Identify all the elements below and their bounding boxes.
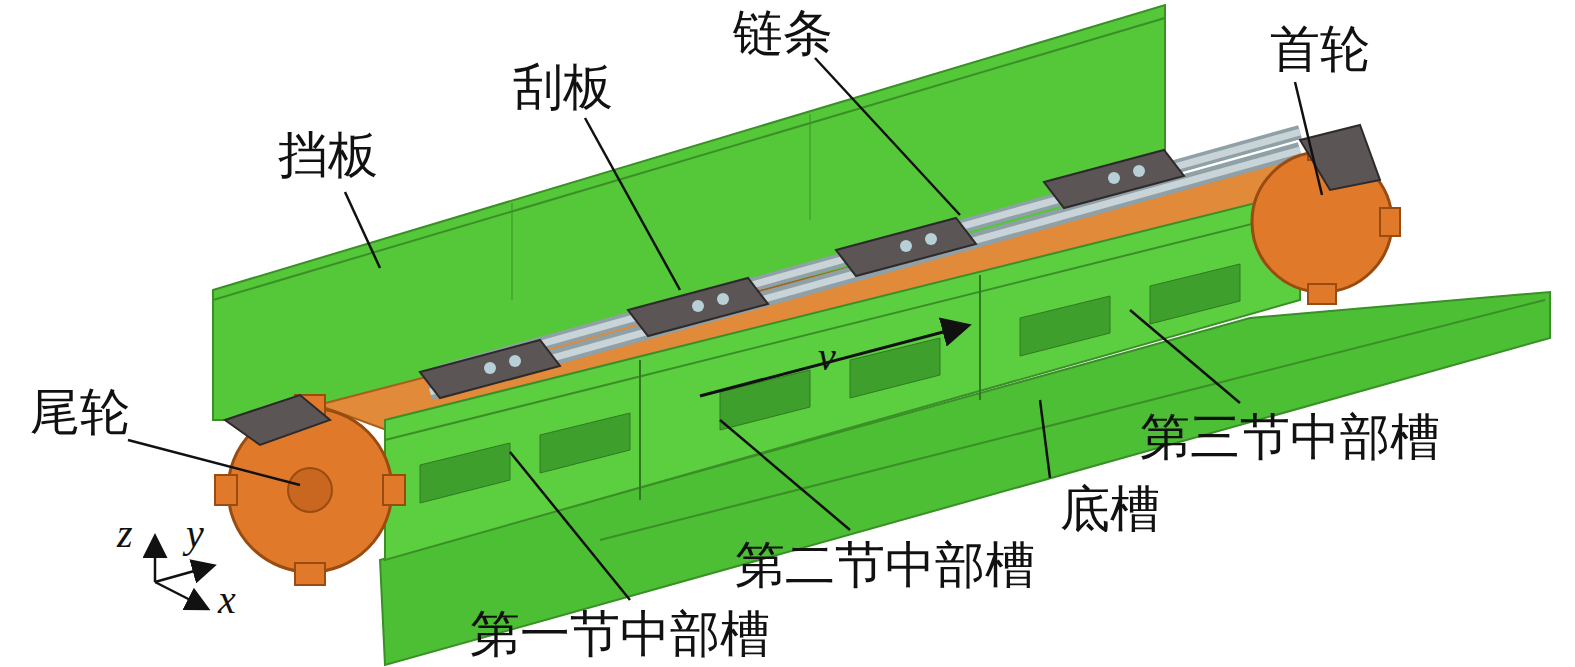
axis-label: x [218, 578, 236, 622]
part-label: 首轮 [1270, 22, 1370, 77]
part-label: 第三节中部槽 [1140, 410, 1440, 465]
part-label: 挡板 [278, 128, 378, 183]
part-label: 底槽 [1060, 482, 1160, 537]
part-label: 第一节中部槽 [470, 607, 770, 662]
axis-label: y [186, 512, 204, 556]
part-label: 链条 [733, 6, 833, 61]
axis-label: v [818, 335, 836, 379]
part-label: 尾轮 [30, 385, 130, 440]
axis-label: z [117, 512, 133, 556]
part-label: 刮板 [513, 60, 613, 115]
part-label: 第二节中部槽 [735, 538, 1035, 593]
